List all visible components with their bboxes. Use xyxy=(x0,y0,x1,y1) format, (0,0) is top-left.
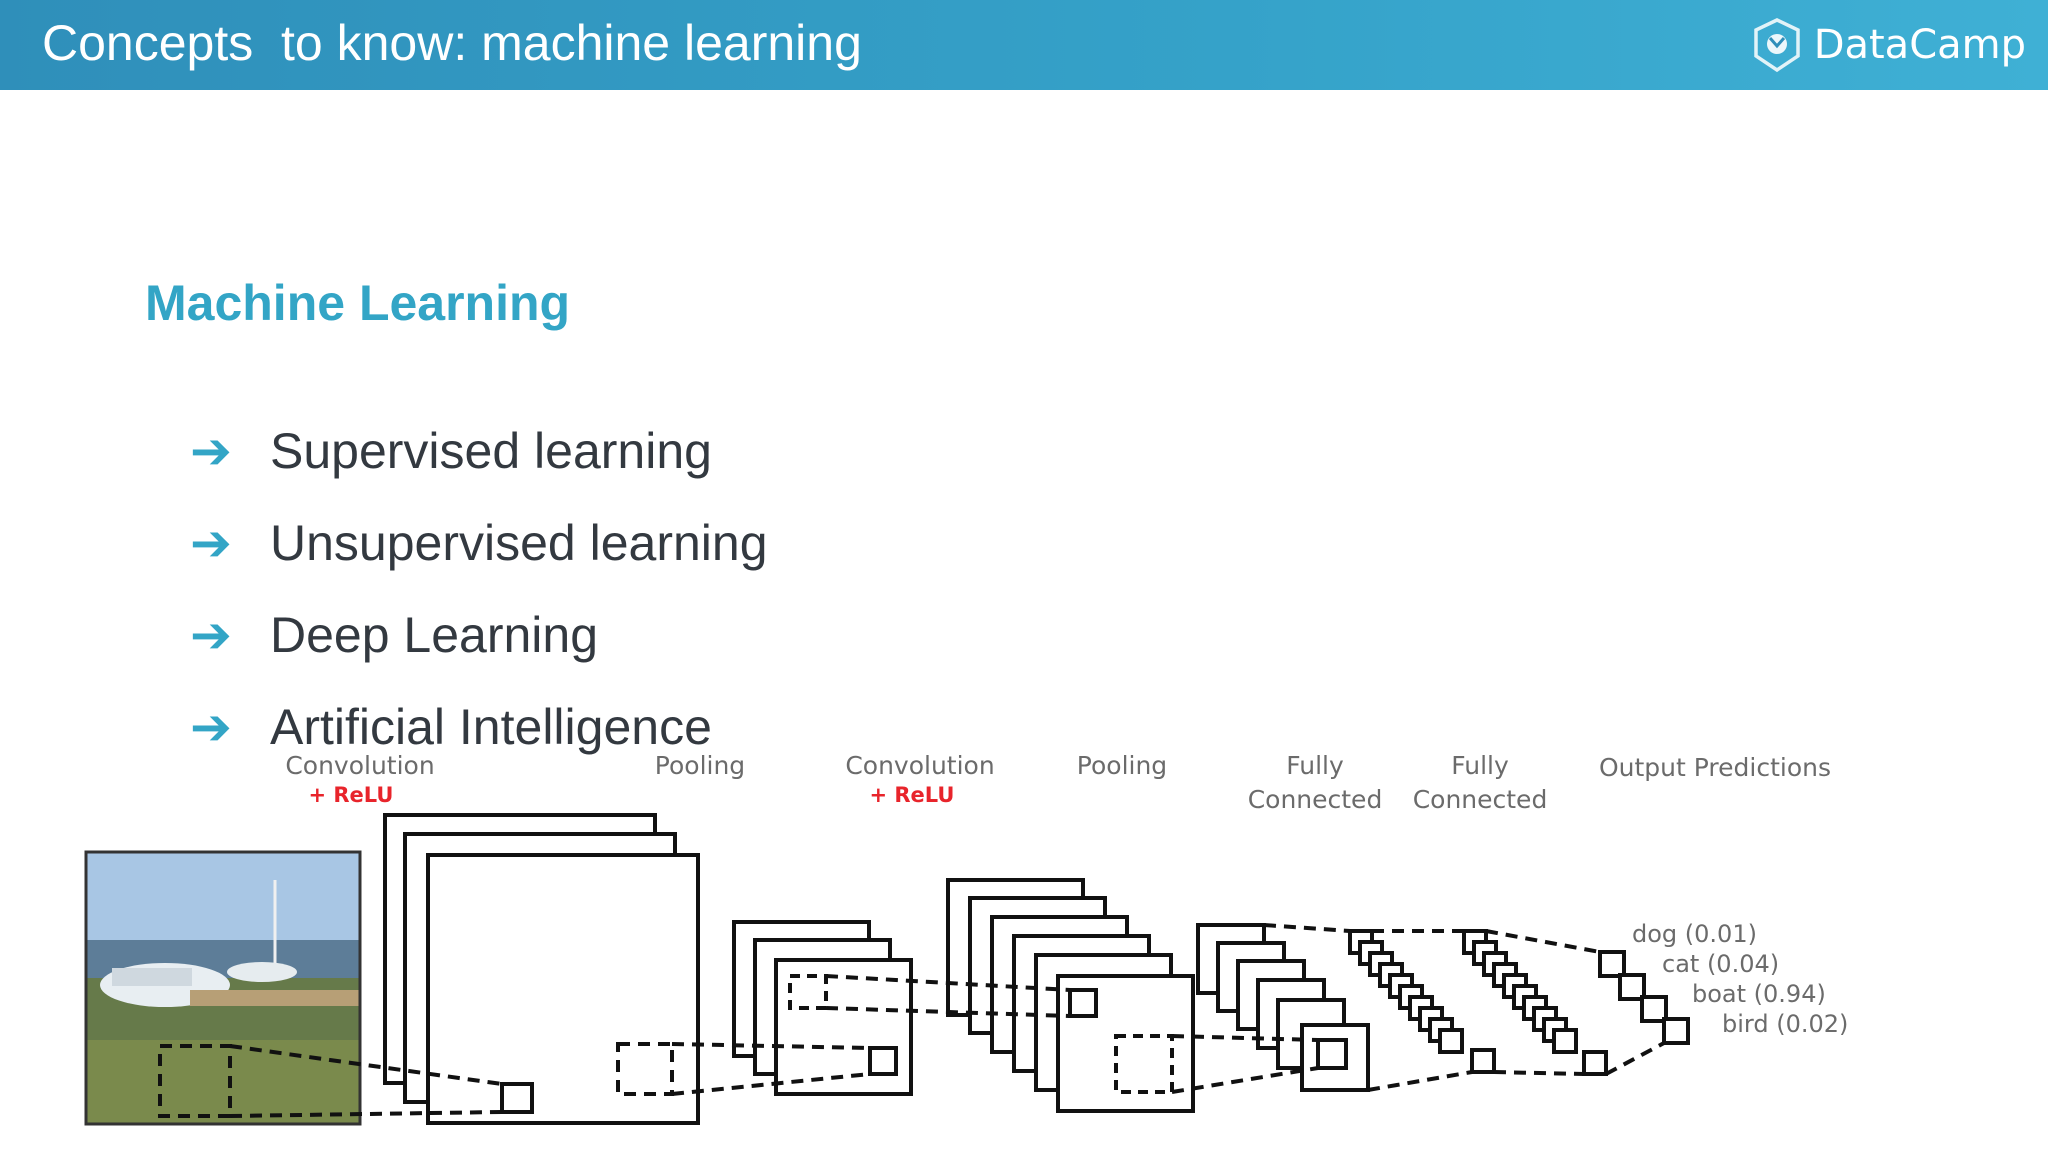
prediction-label: dog (0.01) xyxy=(1632,920,1757,948)
pool2-feature-maps xyxy=(1196,923,1370,1092)
arrow-right-icon: ➔ xyxy=(190,422,232,480)
input-image xyxy=(84,850,362,1126)
brand: DataCamp xyxy=(1748,16,2026,74)
stage-label: Convolution xyxy=(285,751,434,780)
conv2-feature-maps xyxy=(946,878,1195,1113)
stage-label: Connected xyxy=(1413,785,1548,814)
list-item: ➔ Deep Learning xyxy=(190,589,768,681)
prediction-label: bird (0.02) xyxy=(1722,1010,1848,1038)
stage-label: Convolution xyxy=(845,751,994,780)
arrow-right-icon: ➔ xyxy=(190,514,232,572)
fc2-neurons xyxy=(1462,929,1608,1076)
bullet-text: Unsupervised learning xyxy=(270,515,768,571)
slide-title: Concepts to know: machine learning xyxy=(42,15,862,71)
brand-name: DataCamp xyxy=(1813,22,2026,68)
relu-label: + ReLU xyxy=(308,783,393,807)
output-neurons xyxy=(1598,950,1690,1045)
pool1-feature-maps xyxy=(732,920,913,1096)
relu-label: + ReLU xyxy=(869,783,954,807)
prediction-label: cat (0.04) xyxy=(1662,950,1779,978)
prediction-label: boat (0.94) xyxy=(1692,980,1826,1008)
stage-label: Fully xyxy=(1286,751,1344,780)
title-bar: Concepts to know: machine learning DataC… xyxy=(0,0,2048,90)
prediction-labels: dog (0.01) cat (0.04) boat (0.94) bird (… xyxy=(1632,920,1848,1038)
bullet-text: Artificial Intelligence xyxy=(270,699,712,755)
section-heading: Machine Learning xyxy=(145,275,571,331)
list-item: ➔ Artificial Intelligence xyxy=(190,681,768,773)
bullet-list: ➔ Supervised learning ➔ Unsupervised lea… xyxy=(190,405,768,773)
stage-label: Connected xyxy=(1248,785,1383,814)
bullet-text: Supervised learning xyxy=(270,423,712,479)
stage-label: Fully xyxy=(1451,751,1509,780)
conv1-feature-maps xyxy=(383,813,700,1125)
stage-label: Output Predictions xyxy=(1599,753,1831,782)
stage-label: Pooling xyxy=(655,751,745,780)
stage-label: Pooling xyxy=(1077,751,1167,780)
fc1-neurons xyxy=(1348,929,1496,1074)
list-item: ➔ Supervised learning xyxy=(190,405,768,497)
arrow-right-icon: ➔ xyxy=(190,606,232,664)
connection-lines xyxy=(229,923,1665,1118)
cnn-diagram: Convolution + ReLU Pooling Convolution +… xyxy=(84,751,1848,1126)
list-item: ➔ Unsupervised learning xyxy=(190,497,768,589)
bullet-text: Deep Learning xyxy=(270,607,599,663)
arrow-right-icon: ➔ xyxy=(190,698,232,756)
datacamp-logo-icon xyxy=(1753,18,1800,73)
